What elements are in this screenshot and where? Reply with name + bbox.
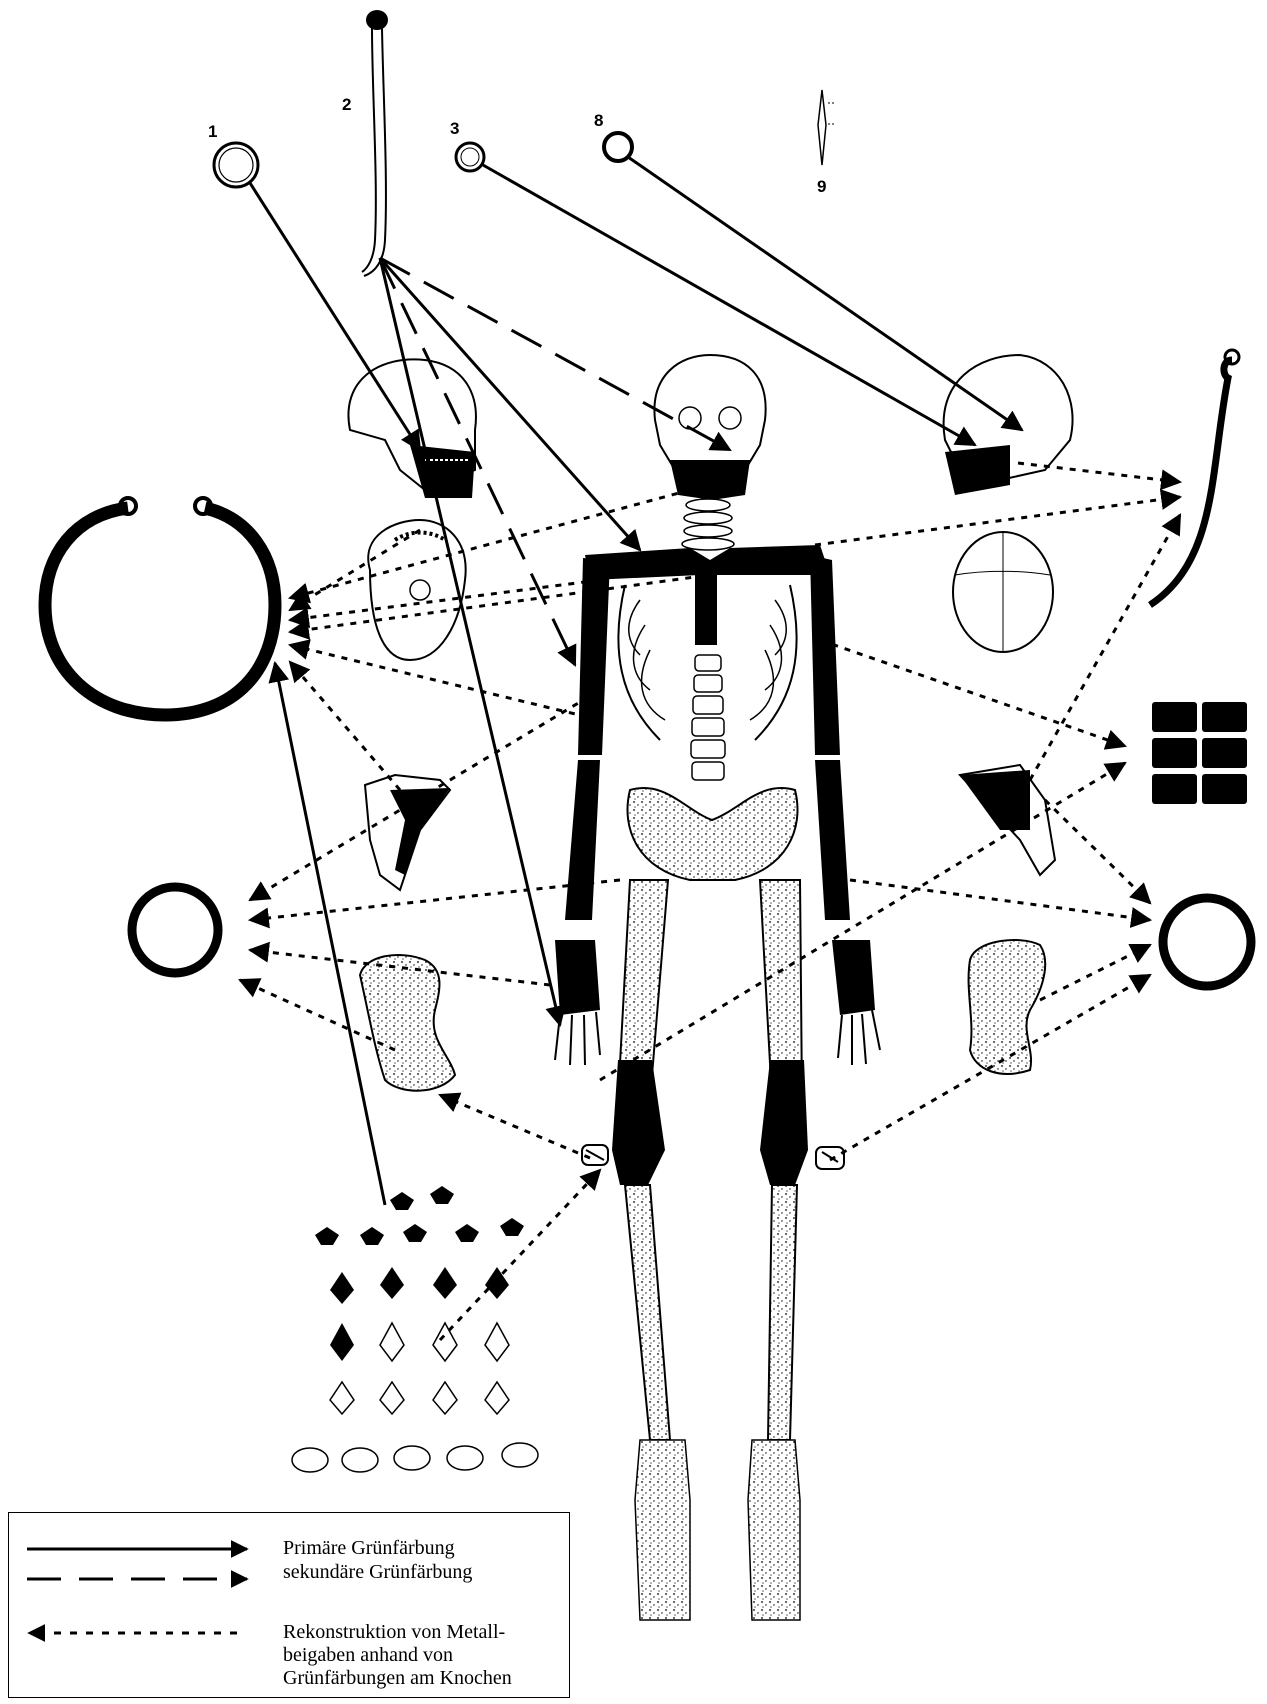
left-bracelet <box>132 887 218 973</box>
skull-frontal <box>654 355 765 500</box>
skull-lateral-left <box>348 359 475 498</box>
skeleton <box>555 499 880 1620</box>
vertebrae-array <box>292 1186 538 1472</box>
object-9-needle <box>818 90 836 165</box>
object-1-ring <box>214 143 258 187</box>
right-bracelet <box>1163 898 1251 986</box>
neck-ring-torc <box>45 498 275 715</box>
label-3: 3 <box>450 119 459 138</box>
legend-box: Primäre Grünfärbung sekundäre Grünfärbun… <box>8 1512 570 1698</box>
label-9: 9 <box>817 177 826 196</box>
label-1: 1 <box>208 122 217 141</box>
scapula-left <box>365 775 450 890</box>
patella-right <box>816 1147 844 1169</box>
label-2: 2 <box>342 95 351 114</box>
right-pin <box>1150 350 1239 605</box>
legend-secondary-label: sekundäre Grünfärbung <box>283 1561 472 1584</box>
legend-reconstruction-line2: beigaben anhand von <box>283 1644 453 1667</box>
skull-lateral-right <box>944 355 1073 495</box>
skull-basal <box>368 520 465 660</box>
object-8-ring <box>604 133 632 161</box>
legend-primary-label: Primäre Grünfärbung <box>283 1537 455 1560</box>
bead-plates <box>1152 702 1247 804</box>
skull-top-view <box>953 532 1053 652</box>
label-8: 8 <box>594 111 603 130</box>
pelvis-fragment-right <box>969 940 1046 1074</box>
legend-reconstruction-line1: Rekonstruktion von Metall- <box>283 1621 505 1644</box>
pelvis-fragment-left <box>360 955 455 1091</box>
legend-reconstruction-line3: Grünfärbungen am Knochen <box>283 1667 512 1690</box>
object-3-ring <box>456 143 484 171</box>
object-2-pin <box>362 10 388 276</box>
scapula-right <box>960 765 1055 875</box>
